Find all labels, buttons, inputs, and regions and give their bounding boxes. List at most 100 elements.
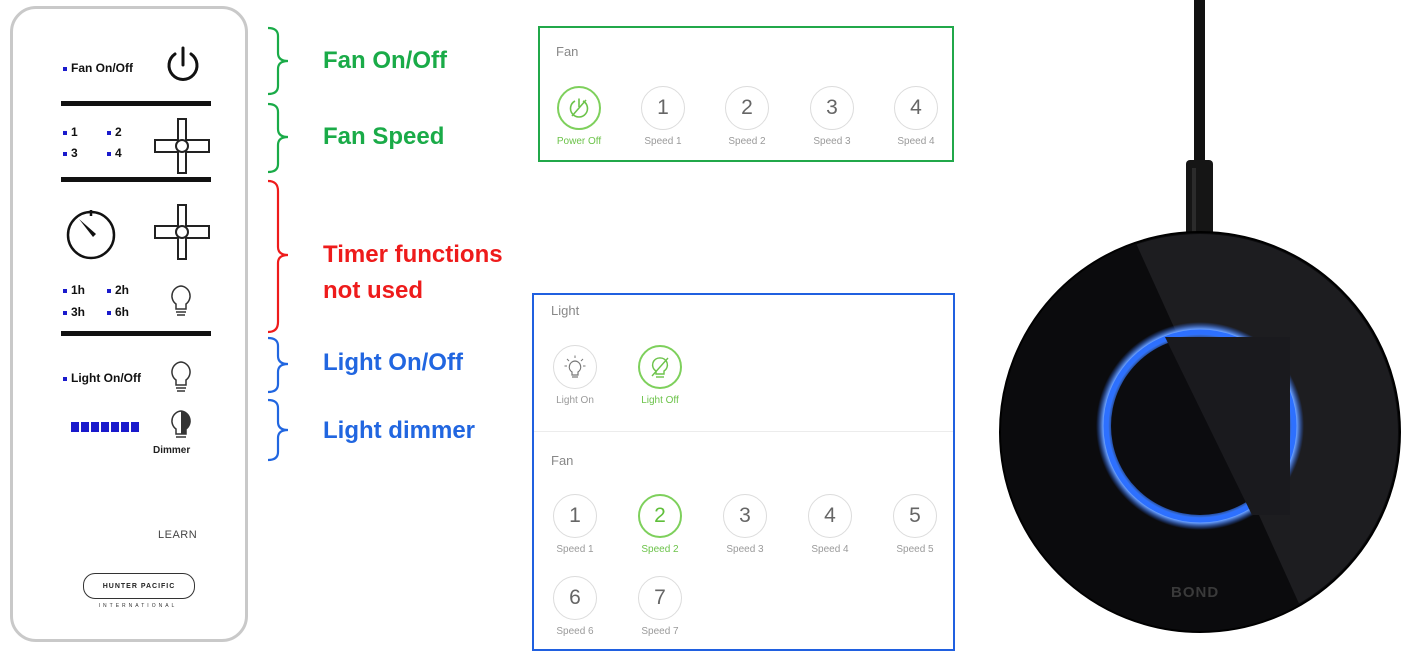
light-off-circle[interactable] [638, 345, 682, 389]
light-off-label: Light Off [641, 395, 679, 406]
dimmer-segment [71, 422, 79, 432]
fan-speed-4-label: Speed 4 [897, 136, 935, 147]
indicator-dot [63, 288, 67, 293]
indicator-dot [63, 310, 67, 315]
speed-1-circle[interactable]: 1 [553, 494, 597, 538]
remote-speed-1: 1 [63, 125, 78, 139]
speed-4-label: Speed 4 [811, 544, 849, 555]
speed-4-circle[interactable]: 4 [808, 494, 852, 538]
brand-logo-sub: INTERNATIONAL [98, 603, 178, 609]
dimmer-segment [101, 422, 109, 432]
light-on-button[interactable]: Light On [550, 345, 600, 406]
fan-speed-2-circle[interactable]: 2 [725, 86, 769, 130]
speed-2-circle[interactable]: 2 [638, 494, 682, 538]
remote-divider [61, 331, 211, 336]
fan-speed-3-circle[interactable]: 3 [810, 86, 854, 130]
timer-cross-icon[interactable] [153, 203, 211, 261]
speed-1-button[interactable]: 1 Speed 1 [550, 494, 600, 555]
dimmer-segment [81, 422, 89, 432]
annotation-fan-speed: Fan Speed [323, 123, 445, 150]
fan-speed-1-label: Speed 1 [644, 136, 682, 147]
light-fan-control-panel: Light Light On Light Off Fan [532, 293, 955, 651]
fan-speed-3-button[interactable]: 3 Speed 3 [807, 86, 857, 147]
fan-section-title: Fan [551, 453, 574, 468]
indicator-dot [107, 288, 111, 293]
indicator-dot [63, 151, 67, 156]
speed-2-button[interactable]: 2 Speed 2 [635, 494, 685, 555]
indicator-dot [107, 151, 111, 156]
indicator-dot [107, 310, 111, 315]
timer-2h: 2h [107, 283, 129, 297]
remote-speed-2: 2 [107, 125, 122, 139]
dimmer-label: Dimmer [153, 445, 191, 456]
speed-7-button[interactable]: 7 Speed 7 [635, 576, 685, 637]
timer-icon[interactable] [63, 205, 119, 261]
dimmer-segment [91, 422, 99, 432]
timer-3h: 3h [63, 305, 85, 319]
light-bulb-icon[interactable] [167, 359, 195, 395]
light-on-bulb-icon [564, 355, 586, 378]
panel-divider [534, 431, 953, 432]
indicator-dot [63, 130, 67, 135]
speed-1-label: Speed 1 [556, 544, 594, 555]
annotation-timer-line2: not used [323, 277, 423, 304]
speed-7-circle[interactable]: 7 [638, 576, 682, 620]
light-off-button[interactable]: Light Off [635, 345, 685, 406]
remote-light-onoff-label: Light On/Off [63, 371, 141, 385]
fan-speed-4-circle[interactable]: 4 [894, 86, 938, 130]
fan-control-panel: Fan Power Off 1 Speed 1 2 Speed 2 3 Spee… [538, 26, 954, 162]
indicator-dot [63, 376, 67, 381]
speed-7-label: Speed 7 [641, 626, 679, 637]
light-on-circle[interactable] [553, 345, 597, 389]
annotation-light-onoff: Light On/Off [323, 349, 463, 376]
light-off-bulb-icon [651, 357, 669, 378]
learn-label[interactable]: LEARN [158, 529, 198, 541]
speed-5-circle[interactable]: 5 [893, 494, 937, 538]
remote-divider [61, 177, 211, 182]
power-off-circle[interactable] [557, 86, 601, 130]
fan-speed-1-button[interactable]: 1 Speed 1 [638, 86, 688, 147]
dimmer-level-indicator[interactable] [71, 422, 139, 432]
dimmer-segment [111, 422, 119, 432]
speed-5-button[interactable]: 5 Speed 5 [890, 494, 940, 555]
brand-logo: HUNTER PACIFIC [83, 573, 195, 599]
annotation-fan-onoff: Fan On/Off [323, 47, 447, 74]
annotation-brackets [267, 26, 289, 462]
power-off-button[interactable]: Power Off [554, 86, 604, 147]
remote-fan-onoff-label: Fan On/Off [63, 61, 133, 75]
speed-4-button[interactable]: 4 Speed 4 [805, 494, 855, 555]
fan-speed-4-button[interactable]: 4 Speed 4 [891, 86, 941, 147]
speed-6-circle[interactable]: 6 [553, 576, 597, 620]
fan-speed-1-circle[interactable]: 1 [641, 86, 685, 130]
remote-divider [61, 101, 211, 106]
speed-3-circle[interactable]: 3 [723, 494, 767, 538]
remote-speed-3: 3 [63, 146, 78, 160]
indicator-dot [107, 130, 111, 135]
fan-panel-title: Fan [556, 44, 579, 59]
dimmer-bulb-icon[interactable] [167, 409, 195, 443]
speed-3-label: Speed 3 [726, 544, 764, 555]
annotation-timer-line1: Timer functions [323, 241, 503, 268]
speed-3-button[interactable]: 3 Speed 3 [720, 494, 770, 555]
bond-hub-device [999, 0, 1401, 633]
timer-bulb-icon[interactable] [167, 283, 195, 319]
speed-6-label: Speed 6 [556, 626, 594, 637]
power-icon[interactable] [163, 45, 203, 85]
brand-logo-text: HUNTER PACIFIC [102, 582, 176, 590]
speed-2-label: Speed 2 [641, 544, 679, 555]
light-panel-title: Light [551, 303, 580, 318]
power-off-icon [569, 98, 589, 118]
dimmer-segment [121, 422, 129, 432]
annotation-light-dimmer: Light dimmer [323, 417, 476, 444]
speed-6-button[interactable]: 6 Speed 6 [550, 576, 600, 637]
speed-5-label: Speed 5 [896, 544, 934, 555]
fan-speed-3-label: Speed 3 [813, 136, 851, 147]
fan-speed-cross-icon[interactable] [153, 117, 211, 175]
remote-speed-4: 4 [107, 146, 122, 160]
dimmer-segment [131, 422, 139, 432]
power-off-label: Power Off [556, 136, 602, 147]
light-on-label: Light On [556, 395, 594, 406]
timer-1h: 1h [63, 283, 85, 297]
fan-speed-2-button[interactable]: 2 Speed 2 [722, 86, 772, 147]
indicator-dot [63, 66, 67, 71]
